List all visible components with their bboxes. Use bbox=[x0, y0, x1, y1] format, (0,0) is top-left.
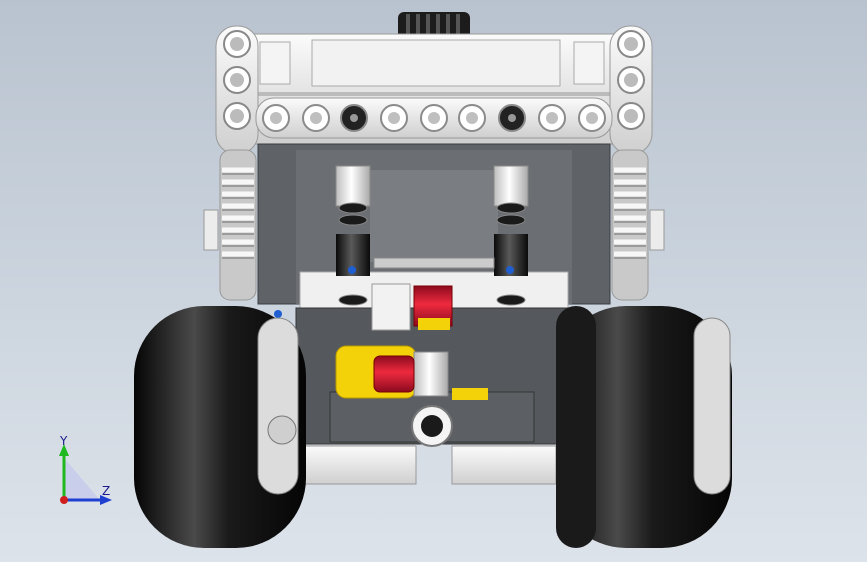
shock-spring-icon bbox=[203, 149, 665, 301]
right-upright-beam bbox=[609, 25, 653, 155]
triad-drawing bbox=[59, 444, 112, 505]
left-upright-beam bbox=[215, 25, 259, 155]
lego-beam-icon bbox=[255, 97, 613, 139]
axis-triad[interactable]: Y Z bbox=[40, 434, 120, 518]
triad-y-label: Y bbox=[60, 434, 68, 448]
wheel-icon bbox=[134, 306, 732, 548]
triad-z-label: Z bbox=[102, 484, 111, 498]
